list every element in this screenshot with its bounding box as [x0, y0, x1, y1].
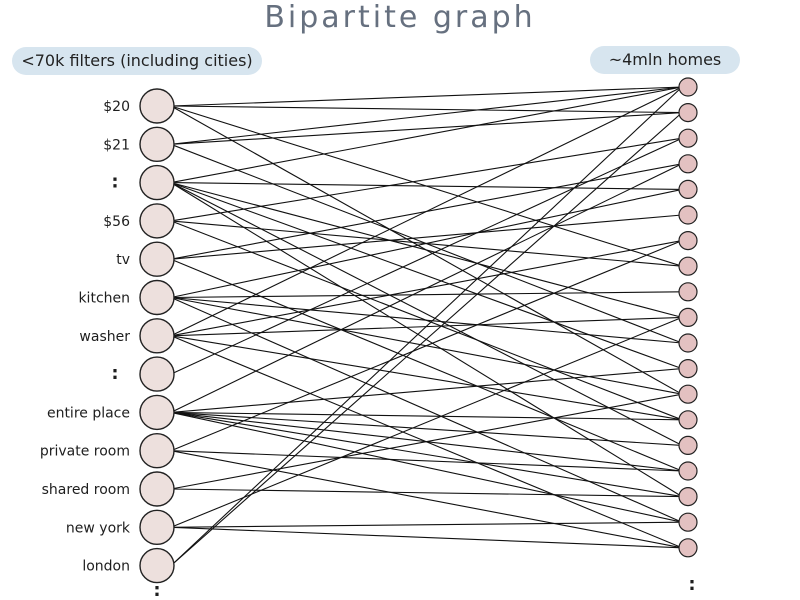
left-node-label: entire place — [47, 405, 130, 421]
right-node — [678, 538, 698, 558]
left-node — [139, 509, 175, 545]
edge — [170, 450, 683, 549]
left-labels: $20 $21: $56 tv kitchen washer: entire place pr… — [40, 99, 131, 575]
edge — [170, 214, 683, 260]
left-node-label: kitchen — [78, 291, 130, 307]
left-node-label: private room — [40, 444, 130, 460]
edge — [170, 291, 683, 299]
edge — [170, 105, 683, 114]
edge — [170, 411, 683, 421]
left-node — [139, 471, 175, 507]
right-node — [678, 512, 698, 532]
left-node-label: tv — [116, 252, 130, 268]
ellipsis-markers: :: — [153, 574, 695, 600]
edge — [170, 316, 683, 528]
edge — [170, 258, 683, 472]
left-node — [139, 126, 175, 163]
edge — [170, 526, 683, 549]
right-node — [678, 384, 698, 404]
edge — [170, 86, 683, 337]
right-node — [678, 487, 698, 507]
left-nodes — [139, 88, 175, 584]
right-nodes — [678, 77, 698, 558]
edge — [170, 86, 683, 107]
edge — [170, 182, 683, 446]
left-node-label: : — [111, 363, 118, 384]
left-node-label: london — [82, 559, 130, 575]
edge — [170, 521, 683, 528]
right-node — [678, 102, 698, 123]
right-node — [678, 410, 698, 430]
left-node — [139, 279, 175, 316]
edge — [170, 112, 683, 567]
edge — [170, 393, 683, 490]
edge — [170, 335, 683, 421]
left-node — [139, 241, 175, 277]
right-node — [678, 179, 698, 199]
right-node — [678, 307, 698, 327]
edge — [170, 368, 683, 413]
left-node-label: new york — [66, 520, 131, 536]
left-node — [139, 356, 175, 392]
edge — [170, 411, 683, 498]
page-title: Bipartite graph — [264, 0, 536, 35]
edge — [170, 86, 683, 145]
right-node — [678, 333, 698, 353]
right-node — [678, 461, 698, 481]
right-node — [678, 359, 698, 379]
right-more-ellipsis: : — [688, 574, 695, 595]
edge — [170, 411, 683, 446]
right-node — [678, 77, 698, 97]
edge — [170, 411, 683, 523]
right-node — [678, 128, 698, 148]
left-more-ellipsis: : — [153, 580, 160, 600]
edge — [170, 163, 683, 413]
right-node — [678, 256, 698, 276]
left-node-label: shared room — [42, 482, 130, 498]
right-node — [678, 205, 698, 225]
left-node — [139, 203, 175, 239]
edge — [170, 182, 683, 370]
left-node — [139, 88, 175, 124]
right-set-header: ~4mln homes — [590, 46, 740, 74]
left-node — [139, 433, 175, 469]
edge — [170, 86, 683, 184]
edge — [170, 296, 683, 523]
left-node-label: $21 — [103, 137, 130, 153]
left-node-label: washer — [79, 329, 130, 345]
right-node — [678, 154, 698, 174]
edge — [170, 112, 683, 145]
right-node — [678, 435, 698, 455]
edge — [170, 182, 683, 318]
edge — [170, 182, 683, 190]
edge — [170, 137, 683, 222]
edge — [170, 188, 683, 299]
edge — [170, 296, 683, 344]
left-node — [139, 164, 175, 201]
left-node — [139, 547, 175, 584]
edge — [170, 86, 683, 567]
left-set-header: <70k filters (including cities) — [12, 47, 262, 75]
left-node-label: $20 — [103, 99, 130, 115]
edge — [170, 137, 683, 375]
right-node — [678, 282, 698, 302]
left-node-label: $56 — [103, 214, 130, 230]
right-node — [678, 231, 698, 251]
edge — [170, 450, 683, 472]
edge — [170, 240, 683, 452]
edges — [170, 86, 683, 567]
left-node-label: : — [111, 172, 118, 193]
left-node — [139, 394, 175, 431]
left-node — [139, 318, 175, 354]
